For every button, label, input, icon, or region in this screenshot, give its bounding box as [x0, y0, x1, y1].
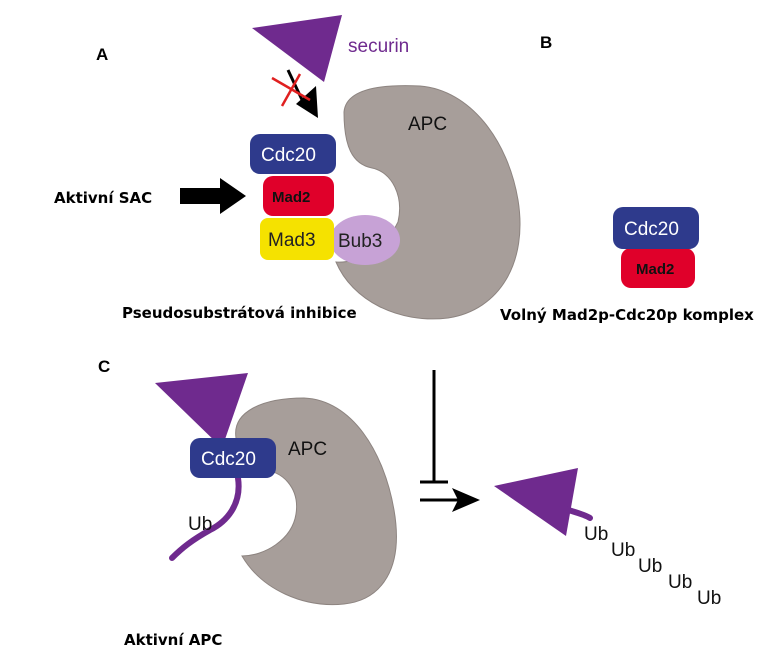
mad2-label-a: Mad2	[272, 189, 310, 206]
mad2-box-a	[263, 176, 334, 216]
ub-label-c: Ub	[188, 514, 212, 535]
sac-arrow-icon	[180, 178, 246, 214]
inhibit-x-icon	[271, 73, 311, 107]
apc-blob-c	[235, 397, 397, 606]
ub-tail-released	[559, 505, 593, 521]
mad2-box-b	[621, 248, 695, 288]
panel-label-b: B	[540, 33, 552, 52]
ub-2: Ub	[611, 540, 635, 561]
cdc20-label-c: Cdc20	[201, 449, 256, 470]
bub3-ellipse	[330, 215, 400, 265]
cdc20-label-a: Cdc20	[261, 145, 316, 166]
blocked-arrow-shaft	[286, 69, 306, 105]
securin-label: securin	[348, 36, 409, 57]
ub-1: Ub	[584, 524, 608, 545]
cdc20-box-c	[190, 438, 276, 478]
free-complex-caption: Volný Mad2p-Cdc20p komplex	[500, 306, 754, 324]
pseudosubstrate-caption: Pseudosubstrátová inhibice	[122, 304, 357, 322]
cdc20-label-b: Cdc20	[624, 219, 679, 240]
apc-label-c: APC	[288, 439, 327, 460]
securin-released	[494, 468, 578, 536]
panel-label-c: C	[98, 357, 110, 376]
securin-triangle-a	[252, 15, 342, 82]
cdc20-box-b	[613, 207, 699, 249]
ub-3: Ub	[638, 556, 662, 577]
active-sac-label: Aktivní SAC	[54, 189, 152, 207]
blocked-arrow-head	[296, 86, 318, 118]
mad3-label: Mad3	[268, 230, 316, 251]
ub-chain-c	[169, 475, 242, 561]
active-apc-caption: Aktivní APC	[124, 631, 222, 649]
securin-triangle-c	[155, 373, 248, 448]
apc-label-a: APC	[408, 114, 447, 135]
cdc20-box-a	[250, 134, 336, 174]
ub-4: Ub	[668, 572, 692, 593]
release-arrow-head	[452, 488, 480, 512]
mad2-label-b: Mad2	[636, 261, 674, 278]
panel-label-a: A	[96, 45, 108, 64]
ub-5: Ub	[697, 588, 721, 609]
bub3-label: Bub3	[338, 231, 382, 252]
mad3-box	[260, 218, 334, 260]
